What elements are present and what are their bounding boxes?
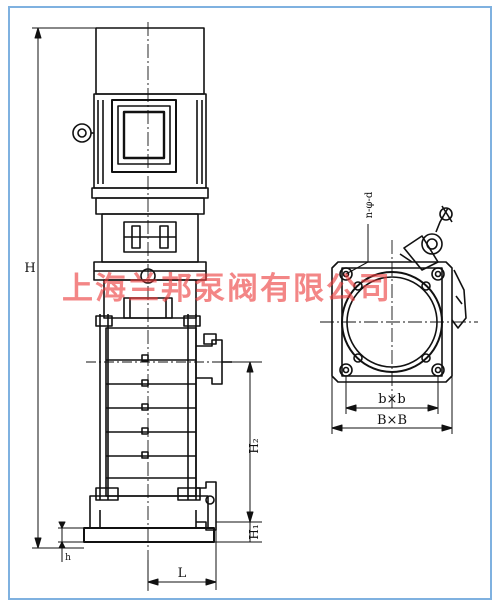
label-L: L [178,566,187,581]
base-plate [331,261,453,383]
watermark: 上海兰邦泵阀有限公司 [62,271,392,307]
front-dimensions [32,27,262,590]
side-dimensions [331,224,453,434]
label-H1: H₁ [247,524,261,539]
label-h: h [65,553,71,563]
label-BxB: B×B [377,413,407,428]
motor-body [93,93,207,189]
label-H: H [24,261,35,276]
motor-fan-cover [95,27,205,95]
lifting-eye [72,123,92,143]
pressure-gauge [421,233,443,255]
front-view [72,27,232,543]
label-H2: H₂ [247,438,261,453]
terminal-box [111,99,177,173]
label-n-phi-d: n-φ-d [364,191,375,218]
inlet-flange [196,481,217,531]
pipe-connection [403,235,439,271]
stage-casing [105,327,197,497]
label-bxb: b×b [378,392,406,407]
